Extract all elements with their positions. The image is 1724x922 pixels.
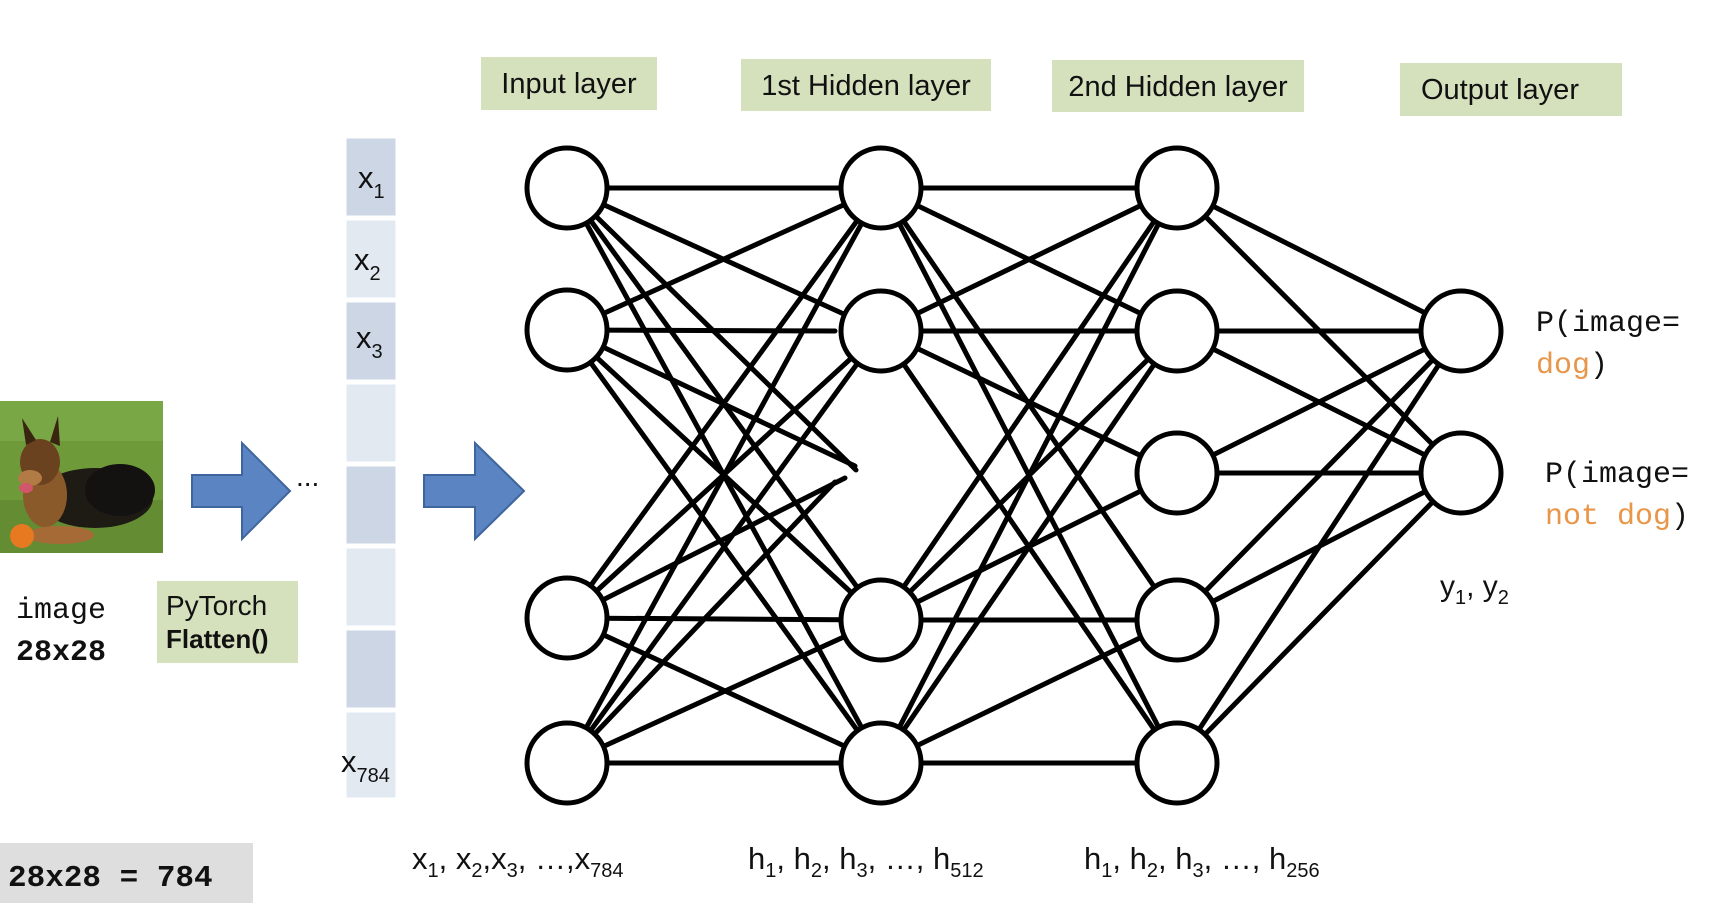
input-vector bbox=[343, 135, 399, 801]
svg-text:Input layer: Input layer bbox=[501, 68, 637, 100]
output-label-dog-line1: P(image= bbox=[1536, 307, 1680, 341]
vector-x3: x3 bbox=[356, 320, 383, 363]
input-neuron-2 bbox=[524, 287, 610, 373]
hidden2-neuron-2 bbox=[1134, 288, 1220, 374]
hidden1-sequence: h1, h2, h3, …, h512 bbox=[748, 841, 984, 882]
vector-x2: x2 bbox=[354, 242, 381, 285]
vector-ellipsis: ... bbox=[296, 461, 319, 492]
input-neuron-1 bbox=[524, 145, 610, 231]
output-y-label: y1, y2 bbox=[1440, 570, 1509, 609]
input-layer-label: Input layer bbox=[481, 57, 657, 110]
hidden1-neuron-2 bbox=[838, 288, 924, 374]
dog-image bbox=[0, 401, 163, 553]
hidden2-neuron-4 bbox=[1134, 577, 1220, 663]
hidden2-sequence: h1, h2, h3, …, h256 bbox=[1084, 841, 1320, 882]
output-label-notdog-line2: not dog) bbox=[1545, 500, 1689, 534]
hidden2-neuron-5 bbox=[1134, 720, 1220, 806]
hidden2-neuron-1 bbox=[1134, 145, 1220, 231]
svg-text:Output layer: Output layer bbox=[1421, 74, 1579, 106]
svg-text:Flatten(): Flatten() bbox=[166, 624, 269, 654]
svg-text:28x28 = 784: 28x28 = 784 bbox=[8, 861, 213, 896]
flatten-arrow bbox=[191, 440, 292, 542]
vector-x1: x1 bbox=[358, 160, 385, 203]
hidden1-layer-label: 1st Hidden layer bbox=[741, 59, 991, 111]
image-size-label: 28x28 bbox=[16, 636, 106, 670]
output-layer-label: Output layer bbox=[1400, 63, 1622, 116]
output-label-dog-line2: dog) bbox=[1536, 349, 1608, 383]
input-neuron-3 bbox=[524, 575, 610, 661]
hidden2-layer-label: 2nd Hidden layer bbox=[1052, 60, 1304, 112]
hidden2-neuron-3 bbox=[1134, 430, 1220, 516]
hidden1-neuron-3 bbox=[838, 577, 924, 663]
formula-box: 28x28 = 784 bbox=[0, 843, 253, 903]
vector-x784: x784 bbox=[341, 744, 390, 787]
connections bbox=[564, 185, 1464, 766]
output-neuron-2 bbox=[1418, 430, 1504, 516]
svg-text:2nd Hidden layer: 2nd Hidden layer bbox=[1068, 71, 1288, 103]
svg-text:PyTorch: PyTorch bbox=[166, 590, 267, 621]
image-label: image bbox=[16, 594, 106, 628]
input-sequence: x1, x2,x3, …,x784 bbox=[412, 841, 623, 882]
input-neuron-4 bbox=[524, 720, 610, 806]
output-neuron-1 bbox=[1418, 288, 1504, 374]
input-arrow bbox=[423, 440, 526, 542]
flatten-label: PyTorch Flatten() bbox=[157, 581, 298, 663]
output-label-notdog-line1: P(image= bbox=[1545, 458, 1689, 492]
hidden1-neuron-4 bbox=[838, 720, 924, 806]
hidden1-neuron-1 bbox=[838, 145, 924, 231]
svg-text:1st Hidden layer: 1st Hidden layer bbox=[761, 70, 971, 102]
